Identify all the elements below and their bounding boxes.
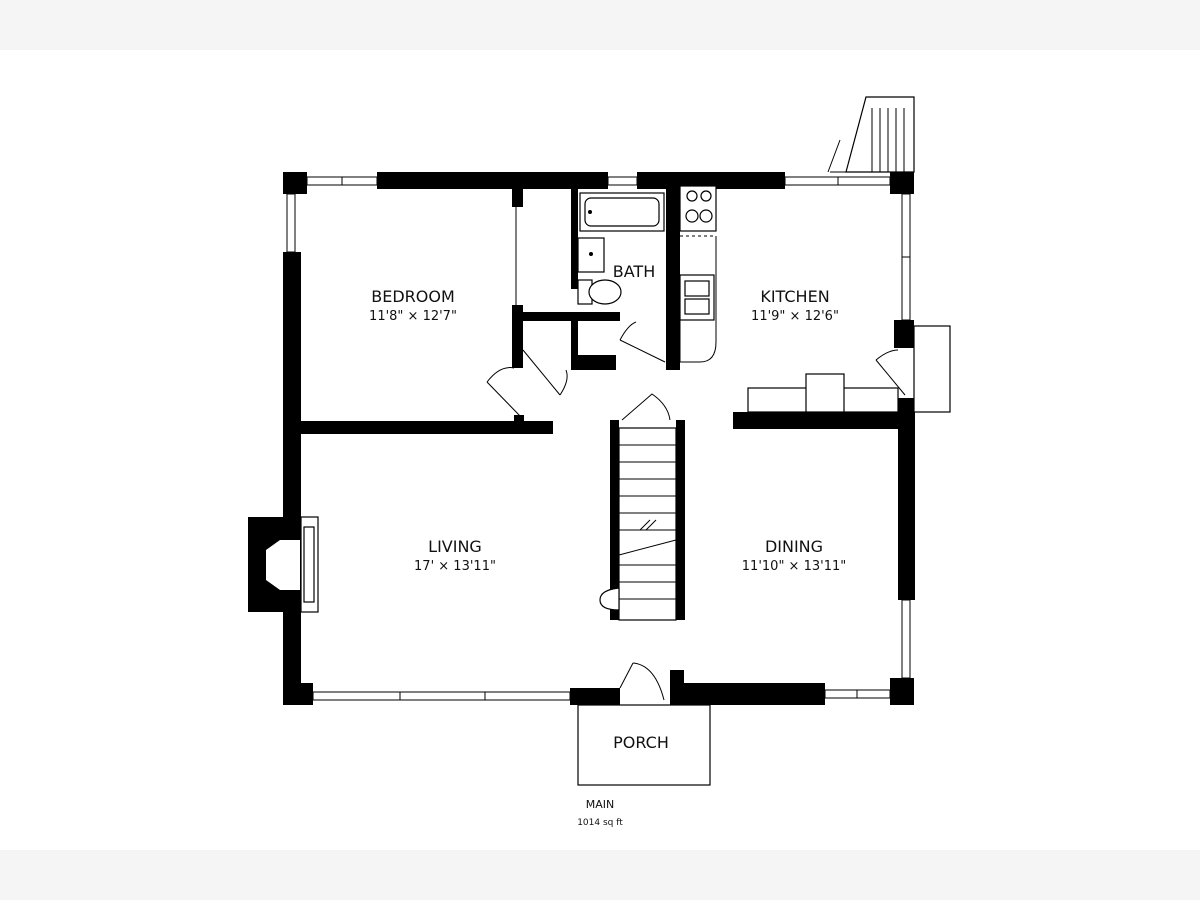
room-dims-living: 17' × 13'11"	[414, 559, 496, 574]
room-name-porch: PORCH	[613, 733, 669, 752]
floor-label: MAIN	[586, 798, 615, 811]
room-name-living: LIVING	[428, 537, 482, 556]
room-dims-bedroom: 11'8" × 12'7"	[369, 309, 457, 324]
windows	[286, 176, 911, 701]
bath-fixtures	[577, 192, 665, 305]
counter	[747, 373, 899, 413]
room-name-bath: BATH	[613, 262, 655, 281]
stairs	[599, 427, 677, 621]
room-dims-dining: 11'10" × 13'11"	[742, 559, 846, 574]
room-name-dining: DINING	[765, 537, 823, 556]
room-labels: BEDROOM 11'8" × 12'7" BATH KITCHEN 11'9"…	[369, 262, 846, 752]
exterior-walls	[283, 172, 915, 705]
floor-area: 1014 sq ft	[577, 818, 623, 828]
room-name-kitchen: KITCHEN	[760, 287, 829, 306]
room-name-bedroom: BEDROOM	[371, 287, 455, 306]
room-dims-kitchen: 11'9" × 12'6"	[751, 309, 839, 324]
doors	[486, 207, 906, 701]
porch-outline	[577, 704, 711, 786]
floor-caption: MAIN 1014 sq ft	[577, 798, 623, 828]
fireplace	[248, 516, 319, 613]
side-landing	[913, 325, 951, 413]
interior-walls	[301, 185, 915, 620]
kitchen-fixtures	[679, 185, 717, 363]
exterior-steps	[827, 96, 915, 173]
